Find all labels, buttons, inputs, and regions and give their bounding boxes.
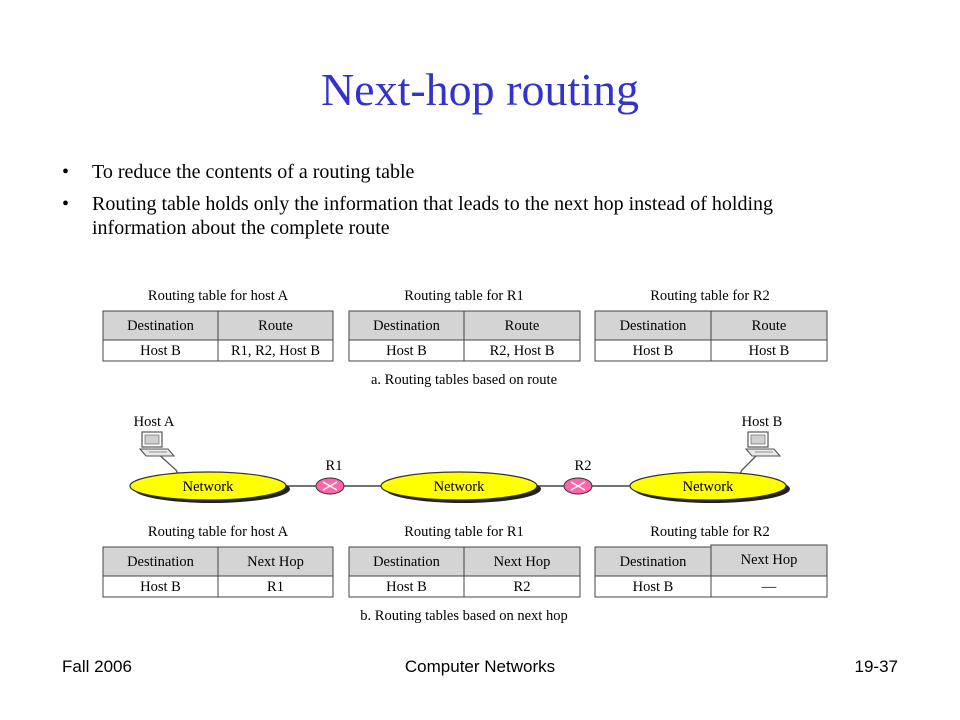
- route-table-r2: Routing table for R2 Destination Route H…: [594, 288, 828, 362]
- next-hop-table-r1: Routing table for R1 Destination Next Ho…: [348, 524, 581, 598]
- table-cell: Host B: [386, 579, 427, 595]
- table-cell: R1, R2, Host B: [231, 343, 320, 359]
- column-header: Route: [505, 318, 540, 334]
- network-topology: Network Network Network R1: [129, 414, 790, 503]
- table-cell: R1: [267, 579, 284, 595]
- column-header: Destination: [127, 318, 195, 334]
- network-left: Network: [129, 471, 290, 503]
- route-table-r1: Routing table for R1 Destination Route H…: [348, 288, 581, 362]
- table-caption: Routing table for host A: [148, 288, 289, 304]
- next-hop-table-host-a: Routing table for host A Destination Nex…: [102, 524, 334, 598]
- table-caption: Routing table for R2: [650, 524, 770, 540]
- router-label: R1: [326, 458, 343, 474]
- table-caption: Routing table for R2: [650, 288, 770, 304]
- diagram-caption-b: b. Routing tables based on next hop: [360, 608, 567, 624]
- host-label: Host A: [134, 414, 175, 430]
- network-label: Network: [183, 479, 234, 495]
- bullet-item: • To reduce the contents of a routing ta…: [62, 160, 842, 184]
- next-hop-table-r2: Routing table for R2 Destination Next Ho…: [594, 524, 828, 598]
- column-header: Next Hop: [247, 554, 304, 570]
- table-caption: Routing table for R1: [404, 288, 524, 304]
- column-header: Destination: [127, 554, 195, 570]
- column-header: Destination: [620, 554, 688, 570]
- network-right: Network: [629, 471, 790, 503]
- table-cell: —: [761, 579, 777, 595]
- bullet-item: • Routing table holds only the informati…: [62, 192, 842, 240]
- column-header: Destination: [620, 318, 688, 334]
- column-header: Next Hop: [494, 554, 551, 570]
- bullet-dot: •: [62, 193, 70, 215]
- bullet-text: Routing table holds only the information…: [92, 193, 774, 239]
- table-caption: Routing table for host A: [148, 524, 289, 540]
- table-cell: R2: [514, 579, 531, 595]
- column-header: Destination: [373, 318, 441, 334]
- host-b: Host B: [742, 414, 783, 457]
- table-cell: Host B: [140, 579, 181, 595]
- router-r1: R1: [315, 458, 345, 495]
- table-cell: Host B: [386, 343, 427, 359]
- table-cell: Host B: [749, 343, 790, 359]
- table-cell: R2, Host B: [490, 343, 555, 359]
- table-cell: Host B: [633, 579, 674, 595]
- network-middle: Network: [380, 471, 541, 503]
- footer-page-number: 19-37: [854, 657, 898, 676]
- footer-date: Fall 2006: [62, 657, 132, 676]
- network-label: Network: [683, 479, 734, 495]
- route-tables: Routing table for host A Destination Rou…: [102, 288, 828, 388]
- column-header: Route: [752, 318, 787, 334]
- column-header: Next Hop: [741, 552, 798, 568]
- column-header: Route: [258, 318, 293, 334]
- next-hop-tables: Routing table for host A Destination Nex…: [102, 524, 828, 624]
- router-label: R2: [575, 458, 592, 474]
- bullet-dot: •: [62, 161, 70, 183]
- table-cell: Host B: [633, 343, 674, 359]
- computer-icon: [139, 431, 175, 457]
- route-table-host-a: Routing table for host A Destination Rou…: [102, 288, 334, 362]
- bullet-text: To reduce the contents of a routing tabl…: [92, 161, 415, 183]
- host-a: Host A: [134, 414, 175, 457]
- host-label: Host B: [742, 414, 783, 430]
- computer-icon: [745, 431, 781, 457]
- footer-course: Computer Networks: [404, 657, 556, 676]
- slide-title: Next-hop routing: [320, 64, 640, 115]
- router-r2: R2: [563, 458, 593, 495]
- column-header: Destination: [373, 554, 441, 570]
- table-cell: Host B: [140, 343, 181, 359]
- bullet-list: • To reduce the contents of a routing ta…: [62, 160, 842, 248]
- diagram-caption-a: a. Routing tables based on route: [371, 372, 557, 388]
- network-label: Network: [434, 479, 485, 495]
- table-caption: Routing table for R1: [404, 524, 524, 540]
